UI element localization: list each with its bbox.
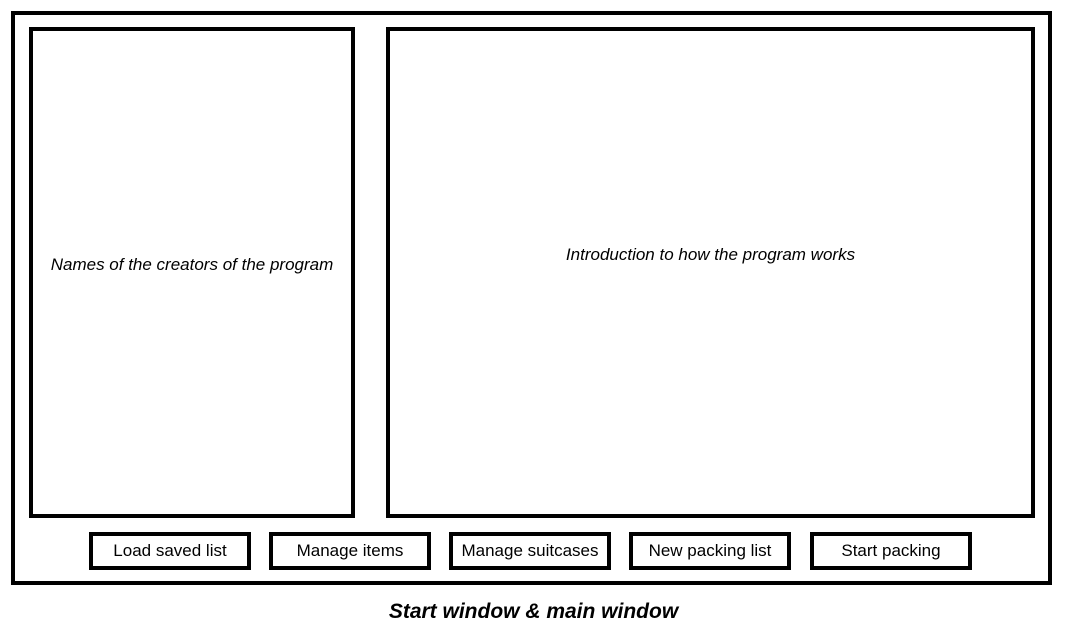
- diagram-caption: Start window & main window: [388, 600, 679, 623]
- creators-text: Names of the creators of the program: [50, 255, 334, 274]
- introduction-panel: Introduction to how the program works: [386, 27, 1035, 518]
- introduction-text: Introduction to how the program works: [565, 245, 856, 264]
- new-packing-list-button[interactable]: New packing list: [629, 532, 791, 570]
- load-saved-list-button[interactable]: Load saved list: [89, 532, 251, 570]
- manage-items-button[interactable]: Manage items: [269, 532, 431, 570]
- manage-suitcases-button[interactable]: Manage suitcases: [449, 532, 611, 570]
- creators-panel: Names of the creators of the program: [29, 27, 355, 518]
- start-packing-button[interactable]: Start packing: [810, 532, 972, 570]
